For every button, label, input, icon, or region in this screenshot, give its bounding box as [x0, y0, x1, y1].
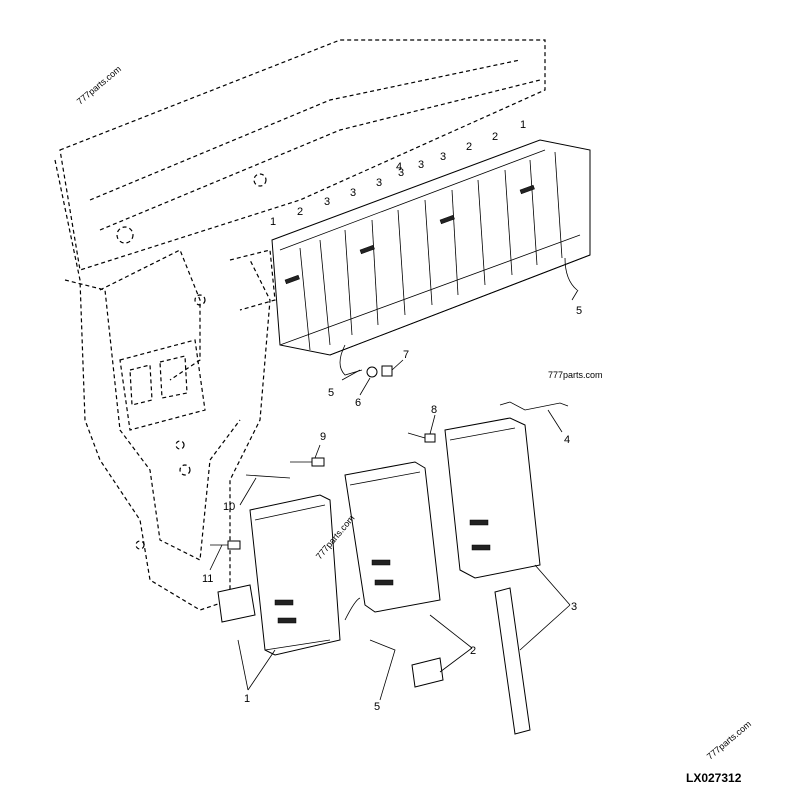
loose-components [210, 401, 569, 735]
callout-label: 2 [297, 206, 303, 218]
callout-label: 4 [396, 161, 402, 173]
callout-label: 8 [431, 404, 437, 416]
callout-label: 1 [270, 216, 276, 228]
watermark: 777parts.com [548, 370, 603, 380]
callout-label: 1 [520, 119, 526, 131]
callout-label: 3 [440, 151, 446, 163]
callout-label: 4 [564, 434, 570, 446]
callout-label: 5 [328, 387, 334, 399]
top-block-assembly [271, 139, 591, 378]
callout-label: 2 [492, 131, 498, 143]
callout-label: 11 [202, 573, 213, 585]
leader-lines [209, 289, 579, 691]
callouts-bottom: 8 4 9 10 11 1 5 2 3 [202, 404, 577, 713]
callouts-top: 1 2 3 3 3 3 4 3 3 2 2 1 5 5 6 7 [270, 119, 582, 409]
callout-label: 2 [470, 645, 476, 657]
callout-label: 7 [403, 349, 409, 361]
callout-label: 3 [324, 196, 330, 208]
callout-label: 5 [374, 701, 380, 713]
callout-label: 6 [355, 397, 361, 409]
callout-label: 2 [466, 141, 472, 153]
callout-label: 3 [418, 159, 424, 171]
frame-structure [54, 39, 546, 611]
callout-label: 3 [571, 601, 577, 613]
callout-label: 3 [350, 187, 356, 199]
watermarks: 777parts.com 777parts.com 777parts.com 7… [75, 64, 753, 762]
callout-label: 5 [576, 305, 582, 317]
watermark: 777parts.com [75, 64, 123, 107]
callout-label: 10 [223, 501, 235, 513]
callout-label: 9 [320, 431, 326, 443]
callout-label: 3 [398, 167, 404, 179]
callout-label: 3 [376, 177, 382, 189]
callout-label: 1 [244, 693, 250, 705]
reference-code: LX027312 [686, 771, 742, 785]
watermark: 777parts.com [705, 719, 753, 762]
